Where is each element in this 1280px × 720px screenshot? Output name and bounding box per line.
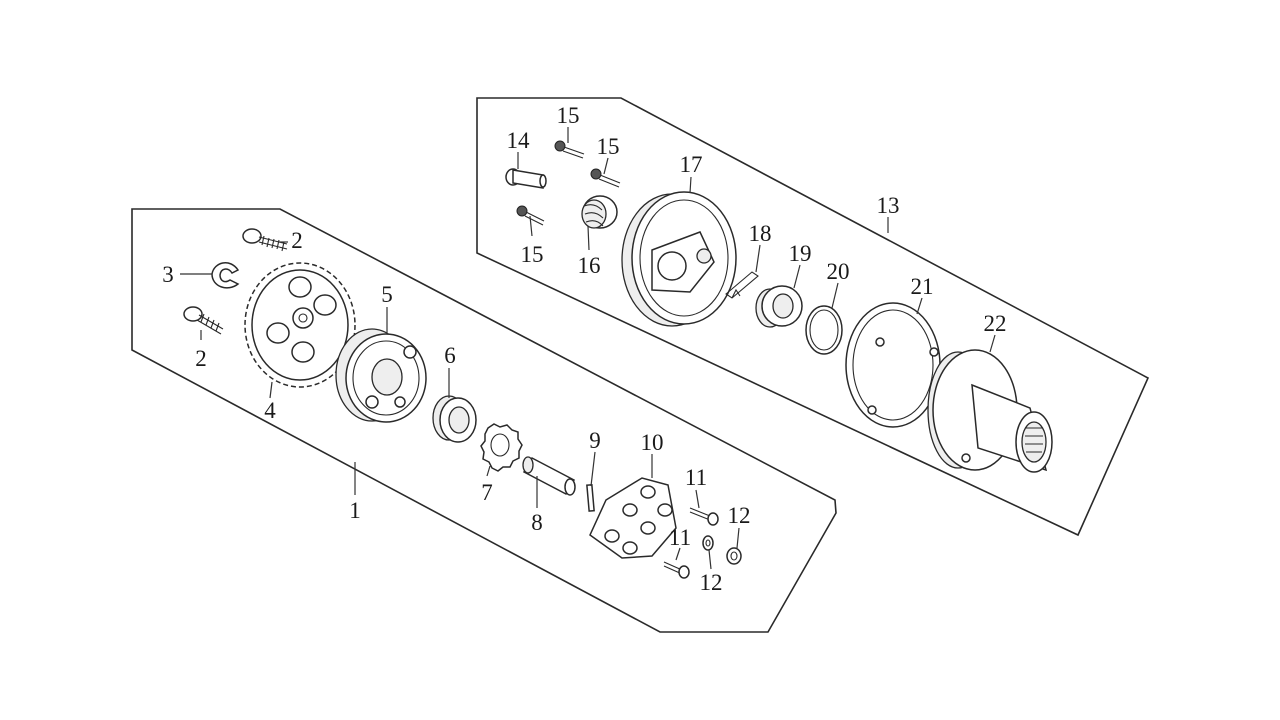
pin-part-9 (586, 483, 595, 512)
spring-part-18 (725, 271, 759, 299)
callout-2a: 2 (291, 228, 303, 253)
cover-part-17 (621, 191, 737, 327)
housing-part-5 (335, 328, 427, 423)
pin-part-14 (505, 168, 547, 189)
callout-21: 21 (911, 274, 934, 299)
bearing-part-6 (432, 395, 477, 443)
cap-part-16 (581, 195, 618, 229)
assembly-frame-1 (131, 208, 837, 633)
callout-20: 20 (827, 259, 850, 284)
callout-11a: 11 (685, 465, 707, 490)
plate-part-10 (589, 477, 677, 559)
assembly-frame-13 (476, 97, 1150, 537)
callout-1: 1 (349, 498, 361, 523)
bolt-part-2-upper (242, 228, 288, 252)
leader-lines (180, 127, 996, 570)
screw-part-11-upper (689, 507, 719, 526)
callout-8: 8 (531, 510, 543, 535)
callout-19: 19 (789, 241, 812, 266)
callout-10: 10 (641, 430, 664, 455)
screw-part-11-lower (663, 561, 690, 579)
callout-4: 4 (264, 398, 276, 423)
callout-5: 5 (381, 282, 393, 307)
bolt-part-15-c (516, 205, 545, 226)
callout-9: 9 (589, 428, 601, 453)
bolt-part-2-lower (183, 306, 224, 335)
bushing-part-19 (755, 285, 803, 328)
callout-3: 3 (162, 262, 174, 287)
small-gear-part-7 (480, 423, 523, 472)
gasket-part-21 (845, 302, 941, 428)
callout-22: 22 (984, 311, 1007, 336)
gear-part-4 (244, 262, 356, 388)
washer-part-12-right (726, 547, 742, 565)
callout-7: 7 (481, 480, 493, 505)
bolt-part-15-a (554, 140, 585, 159)
shaft-part-8 (522, 456, 576, 496)
callout-18: 18 (749, 221, 772, 246)
callout-14: 14 (507, 128, 531, 153)
bolt-part-15-b (590, 168, 621, 188)
callout-15a: 15 (557, 103, 580, 128)
washer-part-12-left (702, 535, 714, 551)
callout-15c: 15 (521, 242, 544, 267)
callout-13: 13 (877, 193, 900, 218)
callout-12b: 12 (700, 570, 723, 595)
callout-2b: 2 (195, 346, 207, 371)
ring-part-20 (805, 305, 843, 355)
callout-labels: 1 2 2 3 4 5 6 7 8 9 10 11 11 12 12 13 14… (162, 103, 1006, 595)
callout-15b: 15 (597, 134, 620, 159)
callout-6: 6 (444, 343, 456, 368)
callout-16: 16 (578, 253, 601, 278)
clip-part-3 (211, 262, 240, 289)
callout-11b: 11 (669, 525, 691, 550)
callout-17: 17 (680, 152, 703, 177)
hub-part-22 (927, 349, 1053, 473)
callout-12a: 12 (728, 503, 751, 528)
